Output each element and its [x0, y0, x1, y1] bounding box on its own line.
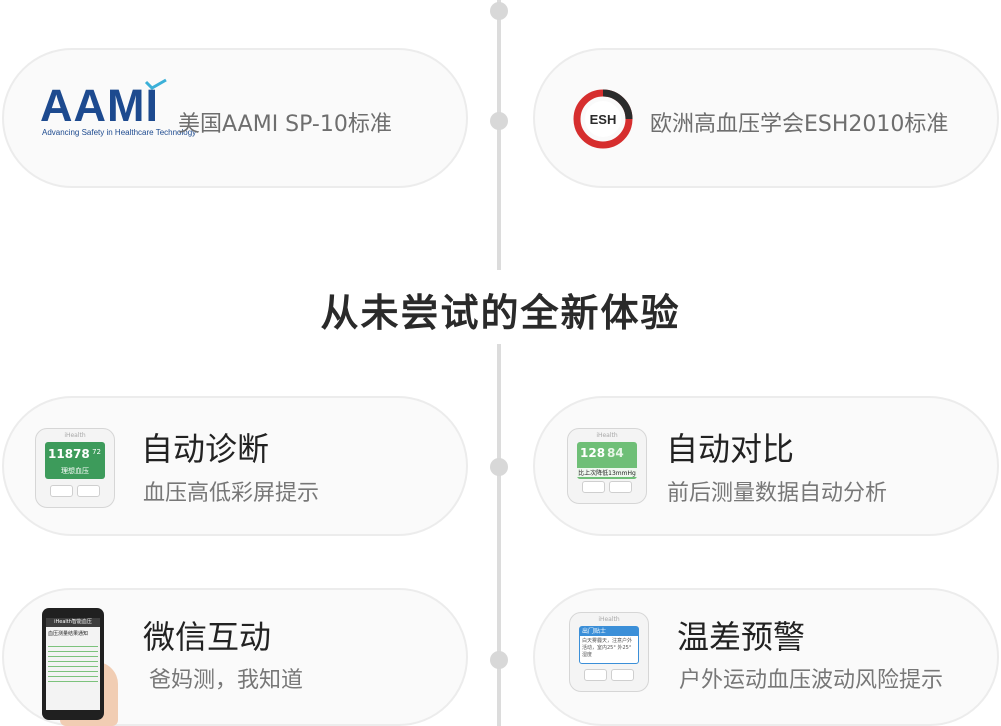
- bp-monitor-image: iHealth 118 78 72 理想血压: [35, 428, 115, 508]
- device-message-title: 出门贴士: [580, 627, 638, 636]
- phone-notice-title: 血压测量结果通知: [48, 631, 89, 637]
- device-brand: iHealth: [64, 432, 86, 439]
- device-brand: iHealth: [598, 616, 620, 623]
- standard-esh-label: 欧洲高血压学会ESH2010标准: [650, 112, 949, 137]
- feature-title: 温差预警: [677, 618, 806, 656]
- aami-logo: AAMI Advancing Safety in Healthcare Tech…: [40, 78, 196, 142]
- device-sys-value: 118: [48, 447, 74, 461]
- device-screen: 出门贴士 白天雾霾天，注意户外活动，室内25° 外25° 湿度: [579, 626, 639, 664]
- device-buttons: [50, 485, 100, 497]
- standard-aami-card: [2, 48, 468, 188]
- timeline-dot: [490, 112, 508, 130]
- feature-title: 微信互动: [143, 618, 272, 656]
- esh-logo-icon: ESH: [573, 89, 633, 149]
- phone-app-header: iHealth智能血压: [46, 618, 100, 627]
- feature-title: 自动诊断: [141, 430, 270, 468]
- device-screen: 128 84 比上次降低13mmHg: [577, 442, 637, 479]
- device-dia-value: 78: [73, 447, 90, 461]
- esh-logo-text: ESH: [590, 112, 617, 127]
- device-message: 理想血压: [61, 467, 89, 475]
- aami-logo-text: AAMI: [40, 80, 159, 131]
- device-screen: 118 78 72 理想血压: [45, 442, 105, 479]
- feature-subtitle: 血压高低彩屏提示: [143, 481, 320, 506]
- timeline-dot: [490, 651, 508, 669]
- device-brand: iHealth: [596, 432, 618, 439]
- standard-aami-label: 美国AAMI SP-10标准: [178, 112, 392, 137]
- device-pulse-value: 72: [92, 448, 101, 456]
- feature-title: 自动对比: [666, 430, 795, 468]
- feature-subtitle: 户外运动血压波动风险提示: [679, 668, 944, 693]
- feature-subtitle: 爸妈测，我知道: [149, 668, 304, 693]
- aami-logo-tagline: Advancing Safety in Healthcare Technolog…: [42, 128, 197, 137]
- timeline-top: [497, 0, 501, 272]
- device-buttons: [582, 481, 632, 493]
- timeline-bottom: [497, 342, 501, 726]
- timeline-dot: [490, 2, 508, 20]
- phone-text-lines: [48, 642, 98, 682]
- phone-image: iHealth智能血压 血压测量结果通知: [38, 604, 118, 726]
- device-buttons: [584, 669, 634, 681]
- aami-swoosh-icon: [144, 78, 167, 90]
- device-message: 比上次降低13mmHg: [577, 468, 637, 477]
- page-headline: 从未尝试的全新体验: [320, 291, 681, 335]
- device-dia-value: 84: [607, 446, 624, 460]
- device-message: 白天雾霾天，注意户外活动，室内25° 外25° 湿度: [582, 638, 633, 658]
- device-sys-value: 128: [580, 446, 606, 460]
- timeline-dot: [490, 458, 508, 476]
- feature-subtitle: 前后测量数据自动分析: [667, 481, 888, 506]
- bp-monitor-image: iHealth 128 84 比上次降低13mmHg: [567, 428, 647, 504]
- bp-monitor-image: iHealth 出门贴士 白天雾霾天，注意户外活动，室内25° 外25° 湿度: [569, 612, 649, 692]
- phone-screen: iHealth智能血压 血压测量结果通知: [46, 618, 100, 710]
- feature-card-compare: [533, 396, 999, 536]
- headline-backdrop: [290, 270, 710, 344]
- phone-body: iHealth智能血压 血压测量结果通知: [42, 608, 104, 720]
